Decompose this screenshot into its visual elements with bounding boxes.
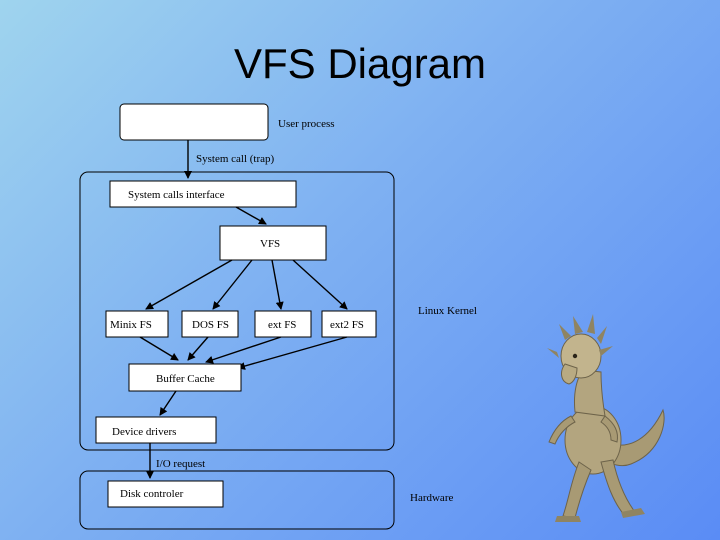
user-process-label: User process — [278, 118, 335, 130]
buffer-cache-box — [128, 363, 242, 392]
cache-to-drivers-arrow — [159, 390, 177, 416]
dinosaur-illustration — [547, 314, 665, 522]
dos-fs-label: DOS FS — [192, 319, 229, 331]
vfs-to-minix-arrow — [145, 259, 233, 310]
device-drivers-box — [95, 416, 217, 444]
vfs-box — [219, 225, 327, 261]
ext-to-cache-arrow — [205, 336, 282, 364]
ext-fs-label: ext FS — [268, 319, 296, 331]
system-calls-interface-box — [109, 180, 297, 208]
slide-title: VFS Diagram — [233, 40, 487, 87]
dos-fs-box — [181, 310, 239, 338]
minix-fs-label: Minix FS — [110, 319, 152, 331]
vfs-to-ext-arrow — [271, 259, 284, 310]
interface-to-vfs-arrow — [235, 206, 267, 225]
system-call-label: System call (trap) — [196, 153, 275, 165]
ext2-to-cache-arrow — [237, 336, 348, 370]
minix-to-cache-arrow — [139, 336, 179, 361]
vfs-label: VFS — [260, 238, 280, 250]
vfs-to-ext2-arrow — [292, 259, 348, 310]
device-drivers-label: Device drivers — [112, 426, 176, 438]
io-request-label: I/O request — [156, 458, 205, 470]
vfs-to-dos-arrow — [212, 259, 253, 310]
hardware-box — [79, 470, 395, 530]
ext2-fs-box — [321, 310, 377, 338]
ext-fs-box — [254, 310, 312, 338]
linux-kernel-label: Linux Kernel — [418, 305, 477, 317]
system-calls-interface-label: System calls interface — [128, 189, 225, 201]
disk-controller-box — [107, 480, 224, 508]
dos-to-cache-arrow — [187, 336, 209, 361]
user-process-box — [119, 103, 269, 141]
hardware-label: Hardware — [410, 492, 453, 504]
minix-fs-box — [105, 310, 169, 338]
disk-controller-label: Disk controler — [120, 488, 184, 500]
linux-kernel-box — [79, 171, 395, 451]
ext2-fs-label: ext2 FS — [330, 319, 364, 331]
buffer-cache-label: Buffer Cache — [156, 373, 215, 385]
